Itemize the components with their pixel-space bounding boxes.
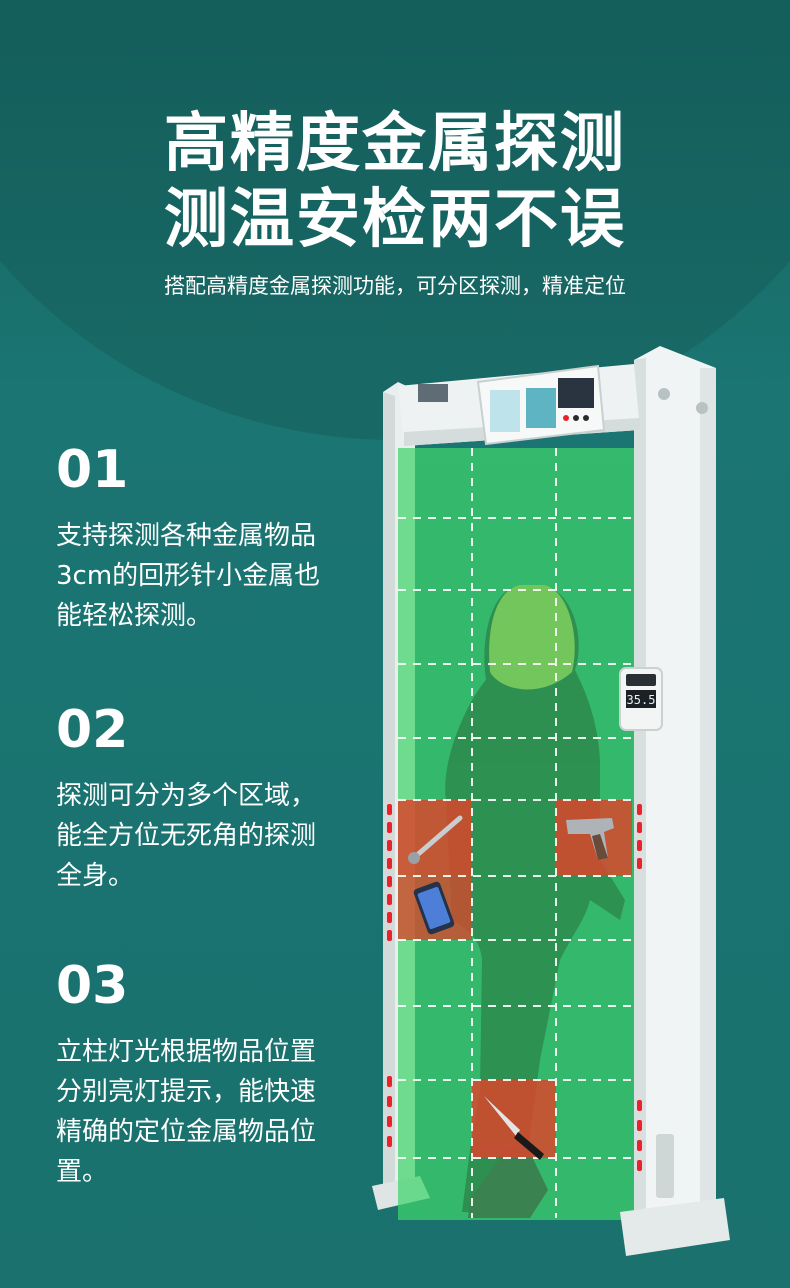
feature-2-line: 能全方位无死角的探测 (56, 821, 317, 851)
thermometer-module: 35.5 (619, 667, 663, 731)
feature-2-text: 探测可分为多个区域， 能全方位无死角的探测 全身。 (56, 776, 376, 896)
feature-3-line: 精确的定位金属物品位 (56, 1117, 317, 1147)
pistol-icon (566, 818, 614, 860)
zone-grid (398, 448, 634, 1218)
headline-line-1: 高精度金属探测 (164, 107, 626, 181)
feature-3-line: 立柱灯光根据物品位置 (56, 1037, 317, 1067)
alarm-zone-lower (472, 1080, 556, 1158)
feature-2-number: 02 (56, 700, 129, 760)
screw-icon (408, 815, 463, 864)
feature-2-line: 探测可分为多个区域， (56, 781, 317, 811)
feature-1-line: 支持探测各种金属物品 (56, 521, 317, 551)
feature-2-line: 全身。 (56, 861, 135, 891)
feature-1-line: 3cm的回形针小金属也 (56, 561, 321, 591)
temperature-reading: 35.5 (627, 693, 656, 707)
feature-3-text: 立柱灯光根据物品位置 分别亮灯提示，能快速 精确的定位金属物品位 置。 (56, 1032, 376, 1192)
feature-3-line: 分别亮灯提示，能快速 (56, 1077, 317, 1107)
subtitle: 搭配高精度金属探测功能，可分区探测，精准定位 (164, 274, 626, 298)
phone-icon (413, 881, 455, 935)
led-indicators-left (387, 804, 392, 1147)
knife-icon (484, 1096, 544, 1160)
feature-1-line: 能轻松探测。 (56, 601, 213, 631)
feature-1-text: 支持探测各种金属物品 3cm的回形针小金属也 能轻松探测。 (56, 516, 376, 636)
led-indicators-right (637, 804, 642, 1171)
right-pillar (620, 346, 730, 1256)
feature-1-number: 01 (56, 440, 129, 500)
headline-line-2: 测温安检两不误 (164, 183, 626, 257)
feature-3-number: 03 (56, 956, 129, 1016)
control-panel (476, 364, 606, 446)
power-socket (656, 1134, 674, 1198)
feature-3-line: 置。 (56, 1157, 109, 1187)
